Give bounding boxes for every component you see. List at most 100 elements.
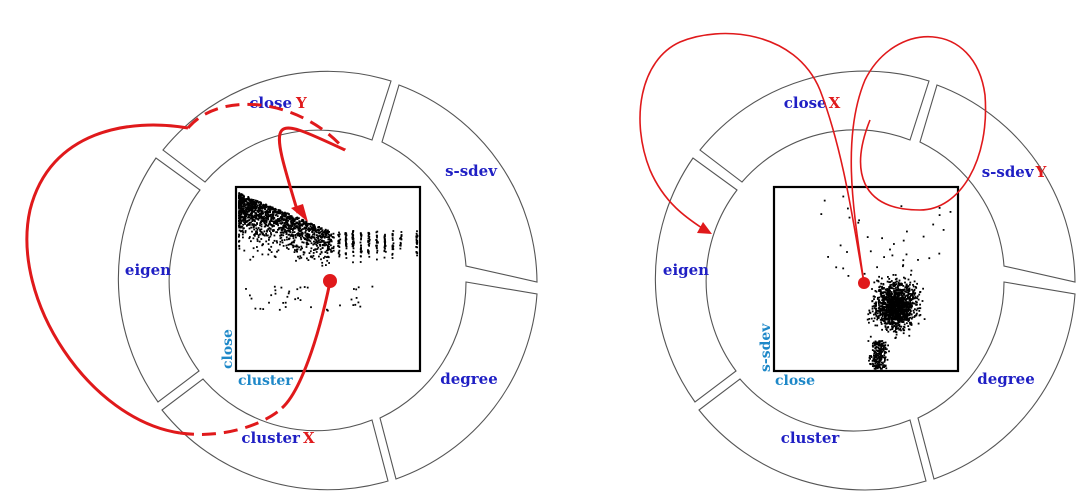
scatter-point [901, 295, 903, 298]
scatter-point [303, 286, 306, 288]
scatter-point [888, 281, 891, 284]
scatter-point [896, 300, 899, 303]
scatter-point [304, 231, 307, 233]
scatter-point [907, 328, 910, 331]
scatter-point [241, 210, 244, 212]
scatter-point [313, 242, 316, 245]
scatter-point [299, 230, 302, 233]
scatter-point [901, 318, 904, 320]
scatter-point [310, 306, 312, 309]
scatter-point [281, 239, 283, 242]
scatter-point [238, 240, 240, 243]
scatter-point [890, 280, 893, 282]
scatter-point [360, 233, 363, 236]
scatter-point [903, 276, 905, 279]
scatter-point [895, 336, 897, 339]
right-wheel-segment-bottom [698, 378, 927, 491]
scatter-point [247, 208, 250, 211]
scatter-point [263, 222, 266, 225]
scatter-point [902, 312, 904, 314]
scatter-point [884, 288, 887, 291]
scatter-point [894, 283, 897, 286]
scatter-point [868, 355, 871, 357]
scatter-point [873, 357, 876, 360]
scatter-point [289, 227, 292, 230]
scatter-point [879, 367, 882, 370]
scatter-point [317, 237, 319, 240]
scatter-point [902, 264, 905, 266]
scatter-point [259, 224, 261, 227]
scatter-point [326, 247, 329, 250]
scatter-point [898, 328, 901, 331]
scatter-point [275, 213, 278, 216]
scatter-point [247, 206, 250, 209]
scatter-point [355, 297, 358, 299]
right-wheel-segment-lower-right [917, 281, 1076, 480]
scatter-point [882, 301, 885, 304]
scatter-point [883, 298, 886, 301]
scatter-point [895, 318, 898, 320]
scatter-point [898, 292, 901, 295]
scatter-point [873, 298, 875, 300]
scatter-point [875, 311, 877, 314]
scatter-point [274, 292, 277, 295]
scatter-point [266, 229, 268, 232]
scatter-point [889, 328, 892, 331]
scatter-point [249, 203, 251, 205]
scatter-point [360, 255, 362, 258]
scatter-point [306, 236, 309, 238]
scatter-point [266, 214, 268, 217]
scatter-point [243, 221, 245, 223]
scatter-point [276, 219, 279, 221]
scatter-point [254, 307, 257, 310]
left-wheel-segment-lower-right [379, 281, 538, 480]
scatter-point [238, 239, 241, 242]
scatter-point [905, 253, 908, 256]
scatter-point [882, 303, 884, 306]
scatter-point [886, 329, 888, 331]
scatter-point [894, 278, 897, 281]
scatter-point [907, 289, 909, 292]
scatter-point [267, 216, 270, 218]
scatter-point [907, 297, 910, 300]
scatter-point [307, 259, 310, 261]
scatter-point [271, 208, 274, 211]
scatter-point [325, 249, 328, 252]
scatter-point [252, 255, 255, 258]
scatter-point [321, 244, 324, 246]
scatter-point [884, 350, 886, 353]
scatter-point [257, 218, 259, 220]
scatter-point [250, 240, 252, 243]
scatter-point [252, 199, 255, 201]
scatter-point [258, 207, 260, 210]
scatter-point [882, 311, 884, 314]
scatter-point [265, 206, 267, 209]
scatter-point [898, 325, 901, 328]
scatter-point [894, 287, 897, 289]
scatter-point [289, 229, 291, 232]
scatter-point [268, 236, 270, 239]
scatter-point [298, 257, 301, 260]
scatter-point [321, 240, 324, 243]
scatter-point [368, 255, 371, 258]
scatter-point [337, 233, 340, 236]
scatter-point [300, 220, 303, 223]
scatter-point [923, 318, 926, 320]
scatter-point [872, 320, 875, 322]
scatter-point [359, 241, 362, 244]
scatter-point [892, 307, 895, 310]
scatter-point [306, 224, 309, 227]
scatter-point [416, 230, 418, 233]
scatter-point [293, 220, 296, 223]
scatter-point [881, 342, 884, 345]
scatter-point [313, 236, 315, 239]
scatter-point [391, 257, 394, 259]
scatter-point [360, 238, 362, 241]
left-label-s-sdev: s-sdev [445, 162, 498, 180]
scatter-point [888, 278, 891, 280]
scatter-point [243, 215, 246, 218]
scatter-point [376, 236, 378, 239]
scatter-point [299, 227, 302, 230]
scatter-point [889, 307, 892, 309]
